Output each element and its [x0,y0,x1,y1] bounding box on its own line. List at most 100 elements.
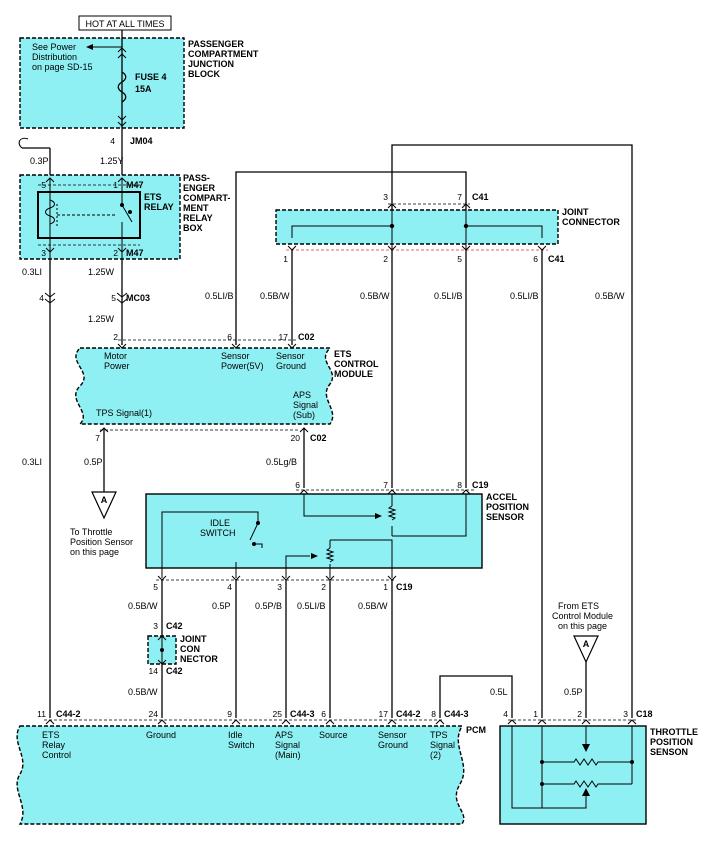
ref-a-left-icon [91,491,117,520]
svg-text:MODULE: MODULE [334,369,373,379]
wire-label-05lib-b: 0.5LI/B [434,291,463,301]
pcm [16,725,465,825]
wire-label-05bw-e: 0.5B/W [358,601,388,611]
c41-pin-6: 6 [533,254,538,264]
svg-text:TPS: TPS [430,730,448,740]
pcm-pin-17: 17 [379,709,389,719]
relay-pin-arrow-5 [45,177,55,183]
wire-label-05l: 0.5L [490,687,508,697]
pcm-pin-11: 11 [37,709,46,719]
svg-text:APS: APS [293,390,311,400]
wire-05lib-loop [235,171,467,345]
wire-label-05bw-c: 0.5B/W [595,291,625,301]
mc03-pin-5: 5 [111,293,116,303]
svg-text:Signal: Signal [430,740,455,750]
wire-label-03li-b: 0.3LI [22,457,42,467]
wire-label-05p-a: 0.5P [84,457,103,467]
connector-c02-bottom: C02 [310,433,327,443]
connector-mc03: MC03 [126,293,150,303]
svg-text:on this page: on this page [70,547,119,557]
svg-text:Signal: Signal [275,740,300,750]
svg-text:Distribution: Distribution [32,52,77,62]
svg-text:JUNCTION: JUNCTION [188,59,234,69]
svg-text:RELAY: RELAY [144,202,174,212]
pcm-idle-switch-label: Idle Switch [228,730,255,750]
fuse-icon [117,71,127,103]
ets-relay [37,191,141,239]
svg-text:Control: Control [42,750,71,760]
idle-switch-label: IDLE SWITCH [200,518,236,538]
joint-connector-c41-title: JOINT CONNECTOR [562,207,620,227]
svg-text:Control Module: Control Module [552,611,613,621]
svg-text:Power(5V): Power(5V) [221,361,264,371]
connector-c02-top: C02 [298,332,315,342]
svg-text:NECTOR: NECTOR [180,654,218,664]
c41-arrow-t3 [387,203,397,209]
pcm-arrow-24 [157,719,167,725]
svg-text:RELAY: RELAY [183,213,213,223]
svg-text:Sensor: Sensor [221,351,250,361]
svg-text:Ground: Ground [276,361,306,371]
connector-c42-bottom: C42 [166,666,183,676]
c02-pin-20: 20 [291,433,301,443]
c18-arrow-3 [627,719,637,725]
svg-text:JOINT: JOINT [180,634,207,644]
svg-text:ENGER: ENGER [183,183,216,193]
ref-a-right-note: From ETS Control Module on this page [552,601,613,631]
connector-m47-top: M47 [126,180,144,190]
svg-text:Idle: Idle [228,730,243,740]
c42-pin-14: 14 [149,666,159,676]
c41-arrow-t7 [461,203,471,209]
wire-label-125y: 1.25Y [100,156,124,166]
throttle-position-sensor-title: THROTTLE POSITION SENSON [650,727,698,757]
c19-pin-6: 6 [295,480,300,490]
accel-potentiometer-2-icon [235,539,393,578]
svg-text:(Main): (Main) [275,750,301,760]
c18-pin-1: 1 [533,709,538,719]
ref-a-left-letter: A [101,495,108,505]
svg-text:POSITION: POSITION [486,502,529,512]
svg-text:ETS: ETS [42,730,60,740]
c18-arrow-4 [507,719,517,725]
relay-box-title: PASS- ENGER COMPART- MENT RELAY BOX [183,173,230,233]
svg-text:Power: Power [104,361,130,371]
pcm-title: PCM [466,725,486,735]
splice-mark-icon-2 [117,115,127,127]
joint-connector-c41 [275,209,559,245]
wire-label-05pb: 0.5P/B [255,601,282,611]
c18-pin-3: 3 [623,709,628,719]
wire-label-03p: 0.3P [30,156,49,166]
wire-label-125w-b: 1.25W [88,314,115,324]
svg-text:Relay: Relay [42,740,66,750]
svg-text:CONTROL: CONTROL [334,359,379,369]
connector-c19-bottom: C19 [396,582,413,592]
ets-sensor-power-label: Sensor Power(5V) [221,351,264,371]
pcm-arrow-9 [231,719,241,725]
relay-pin-arrow-3 [45,247,55,253]
c19-pin-3: 3 [277,582,282,592]
pcm-pin-25: 25 [273,709,283,719]
pcm-arrow-25 [281,719,291,725]
c41-pin-7: 7 [457,192,462,202]
c18-pin-2: 2 [577,709,582,719]
svg-text:POSITION: POSITION [650,737,693,747]
c41-pin-3: 3 [383,192,388,202]
c02-pin-7: 7 [95,433,100,443]
relay-coil-icon [45,178,117,262]
c42-pin-3: 3 [153,621,158,631]
svg-text:COMPART-: COMPART- [183,193,230,203]
c19-arrow-6 [299,489,309,495]
joint-connector-c42-title: JOINT CON NECTOR [180,634,218,664]
svg-text:SWITCH: SWITCH [200,528,236,538]
c19-pin-2: 2 [321,582,326,592]
hot-label: HOT AT ALL TIMES [85,19,164,29]
relay-pin-1: 1 [113,180,118,190]
c42-splice-dot [160,648,164,652]
hot-label-frame [78,15,172,31]
svg-text:Ground: Ground [378,740,408,750]
pcm-sensor-ground-label: Sensor Ground [378,730,408,750]
svg-text:(2): (2) [430,750,441,760]
svg-text:THROTTLE: THROTTLE [650,727,698,737]
ref-a-left-note: To Throttle Position Sensor on this page [70,527,133,557]
svg-text:PASS-: PASS- [183,173,210,183]
